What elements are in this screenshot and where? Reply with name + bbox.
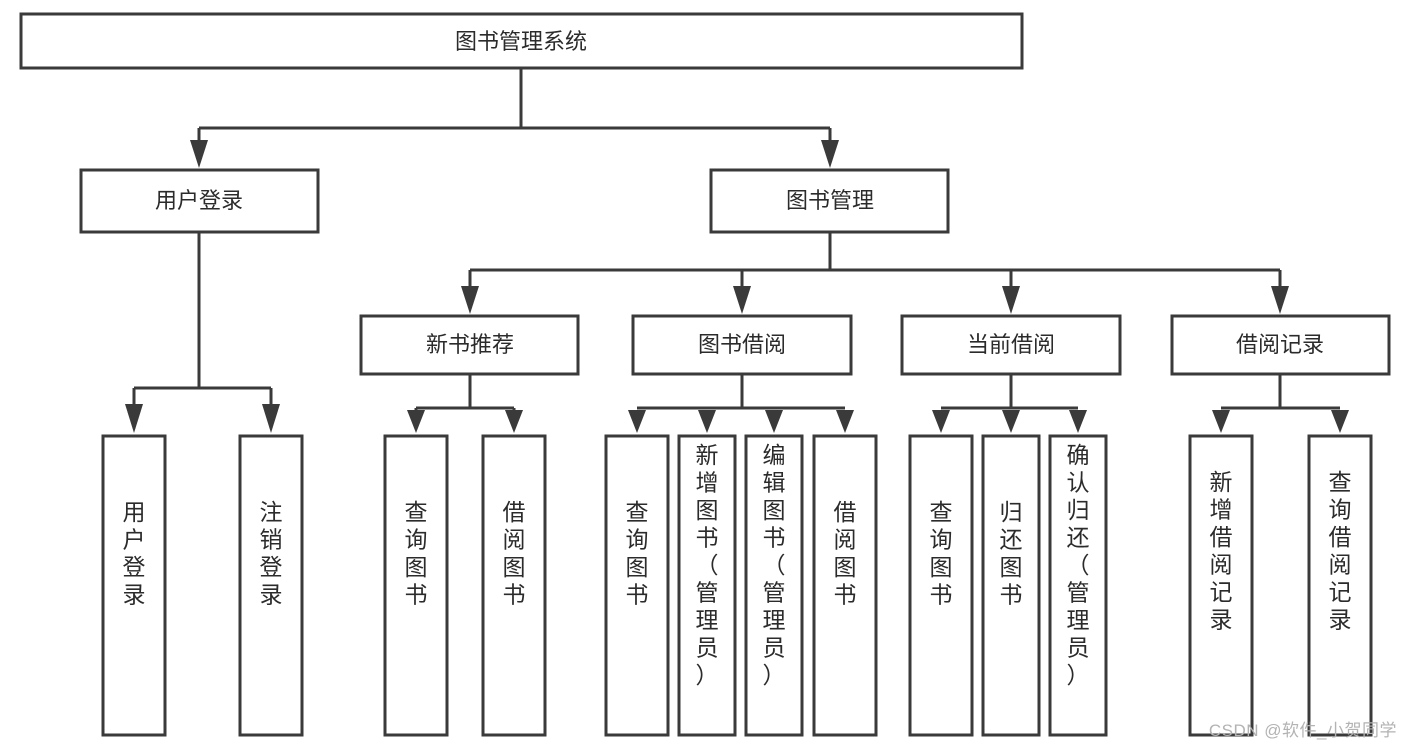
edge-group-root-to-level2 xyxy=(190,68,839,168)
edge-group-xinshu-to-leaves xyxy=(407,374,523,433)
edge-group-jieyue-to-leaves xyxy=(628,374,854,433)
arrow-to-leaf-chaxun-1 xyxy=(407,410,425,433)
node-book-borrow-label: 图书借阅 xyxy=(698,332,786,357)
leaf-query-book-2-label: 查询图书 xyxy=(626,499,649,608)
node-root-label: 图书管理系统 xyxy=(455,29,587,54)
arrow-to-jieyue xyxy=(733,286,751,314)
leaf-edit-book-admin[interactable]: 编辑图书（管理员） xyxy=(744,434,804,737)
arrow-to-leaf-jieyue-1 xyxy=(505,410,523,433)
node-book-borrow-box[interactable] xyxy=(631,314,853,376)
leaf-add-book-admin-label: 新增图书（管理员） xyxy=(696,442,719,688)
leaf-query-book-1[interactable]: 查询图书 xyxy=(383,434,449,737)
node-book-management[interactable]: 图书管理 xyxy=(709,168,950,234)
leaf-user-login[interactable]: 用户登录 xyxy=(101,434,167,737)
leaf-confirm-return-admin-label: 确认归还（管理员） xyxy=(1067,442,1090,688)
leaf-user-login-box[interactable] xyxy=(101,434,167,737)
arrow-to-book-mgmt xyxy=(821,140,839,168)
edge-group-dangqian-to-leaves xyxy=(932,374,1087,433)
node-user-login-box[interactable] xyxy=(79,168,320,234)
leaf-logout[interactable]: 注销登录 xyxy=(238,434,304,737)
leaf-query-borrow-record[interactable]: 查询借阅记录 xyxy=(1307,434,1373,737)
leaf-edit-book-admin-box[interactable] xyxy=(744,434,804,737)
leaf-logout-box[interactable] xyxy=(238,434,304,737)
edge-group-userlogin-to-leaves xyxy=(125,232,280,433)
leaf-borrow-book-1-label: 借阅图书 xyxy=(503,499,526,608)
node-root[interactable]: 图书管理系统 xyxy=(19,12,1024,70)
leaf-borrow-book-1-box[interactable] xyxy=(481,434,547,737)
leaf-return-book-label: 归还图书 xyxy=(1000,499,1023,608)
leaf-query-book-2[interactable]: 查询图书 xyxy=(604,434,670,737)
arrow-to-leaf-chaxun-record xyxy=(1331,410,1349,433)
node-borrow-record-box[interactable] xyxy=(1170,314,1391,376)
arrow-to-leaf-xinzeng-book xyxy=(698,410,716,433)
arrow-to-leaf-bianji-book xyxy=(765,410,783,433)
leaf-query-borrow-record-box[interactable] xyxy=(1307,434,1373,737)
leaf-borrow-book-2[interactable]: 借阅图书 xyxy=(812,434,878,737)
leaf-query-book-3-label: 查询图书 xyxy=(930,499,953,608)
leaf-add-book-admin[interactable]: 新增图书（管理员） xyxy=(677,434,737,737)
leaf-query-book-3-box[interactable] xyxy=(908,434,974,737)
node-borrow-record-label: 借阅记录 xyxy=(1236,332,1324,357)
leaf-query-book-1-box[interactable] xyxy=(383,434,449,737)
leaf-borrow-book-2-label: 借阅图书 xyxy=(834,499,857,608)
arrow-to-leaf-xinzeng-record xyxy=(1212,410,1230,433)
node-borrow-record[interactable]: 借阅记录 xyxy=(1170,314,1391,376)
arrow-to-leaf-queren xyxy=(1069,410,1087,433)
leaf-borrow-book-1[interactable]: 借阅图书 xyxy=(481,434,547,737)
arrow-to-leaf-logout xyxy=(262,404,280,433)
leaf-add-borrow-record-label: 新增借阅记录 xyxy=(1210,469,1233,633)
arrow-to-user-login xyxy=(190,140,208,168)
leaf-add-book-admin-box[interactable] xyxy=(677,434,737,737)
leaf-confirm-return-admin-box[interactable] xyxy=(1048,434,1108,737)
edge-group-bookmgmt-to-level3 xyxy=(461,232,1289,314)
leaf-edit-book-admin-label: 编辑图书（管理员） xyxy=(763,442,786,688)
leaf-query-book-3[interactable]: 查询图书 xyxy=(908,434,974,737)
node-current-borrow[interactable]: 当前借阅 xyxy=(900,314,1122,376)
watermark-text: CSDN @软件_小贺同学 xyxy=(1208,721,1397,740)
node-user-login-label: 用户登录 xyxy=(155,188,243,213)
arrow-to-leaf-userlogin xyxy=(125,404,143,433)
node-book-management-box[interactable] xyxy=(709,168,950,234)
node-book-management-label: 图书管理 xyxy=(786,188,874,213)
arrow-to-dangqian xyxy=(1002,286,1020,314)
node-current-borrow-box[interactable] xyxy=(900,314,1122,376)
leaf-add-borrow-record-box[interactable] xyxy=(1188,434,1254,737)
leaf-borrow-book-2-box[interactable] xyxy=(812,434,878,737)
edge-group-jilu-to-leaves xyxy=(1212,374,1349,433)
arrow-to-xinshu xyxy=(461,286,479,314)
arrow-to-leaf-guihuan xyxy=(1002,410,1020,433)
node-current-borrow-label: 当前借阅 xyxy=(967,332,1055,357)
node-new-book-recommend-box[interactable] xyxy=(359,314,580,376)
arrow-to-jilu xyxy=(1271,286,1289,314)
leaf-confirm-return-admin[interactable]: 确认归还（管理员） xyxy=(1048,434,1108,737)
arrow-to-leaf-jieyue-2 xyxy=(836,410,854,433)
leaf-logout-label: 注销登录 xyxy=(260,499,283,608)
leaf-return-book-box[interactable] xyxy=(981,434,1041,737)
node-new-book-recommend[interactable]: 新书推荐 xyxy=(359,314,580,376)
arrow-to-leaf-chaxun-3 xyxy=(932,410,950,433)
node-user-login[interactable]: 用户登录 xyxy=(79,168,320,234)
leaf-query-book-2-box[interactable] xyxy=(604,434,670,737)
node-root-box[interactable] xyxy=(19,12,1024,70)
leaf-query-book-1-label: 查询图书 xyxy=(405,499,428,608)
leaf-return-book[interactable]: 归还图书 xyxy=(981,434,1041,737)
leaf-query-borrow-record-label: 查询借阅记录 xyxy=(1329,469,1352,633)
node-book-borrow[interactable]: 图书借阅 xyxy=(631,314,853,376)
node-new-book-recommend-label: 新书推荐 xyxy=(426,332,514,357)
leaf-user-login-label: 用户登录 xyxy=(123,499,146,608)
leaf-add-borrow-record[interactable]: 新增借阅记录 xyxy=(1188,434,1254,737)
arrow-to-leaf-chaxun-2 xyxy=(628,410,646,433)
